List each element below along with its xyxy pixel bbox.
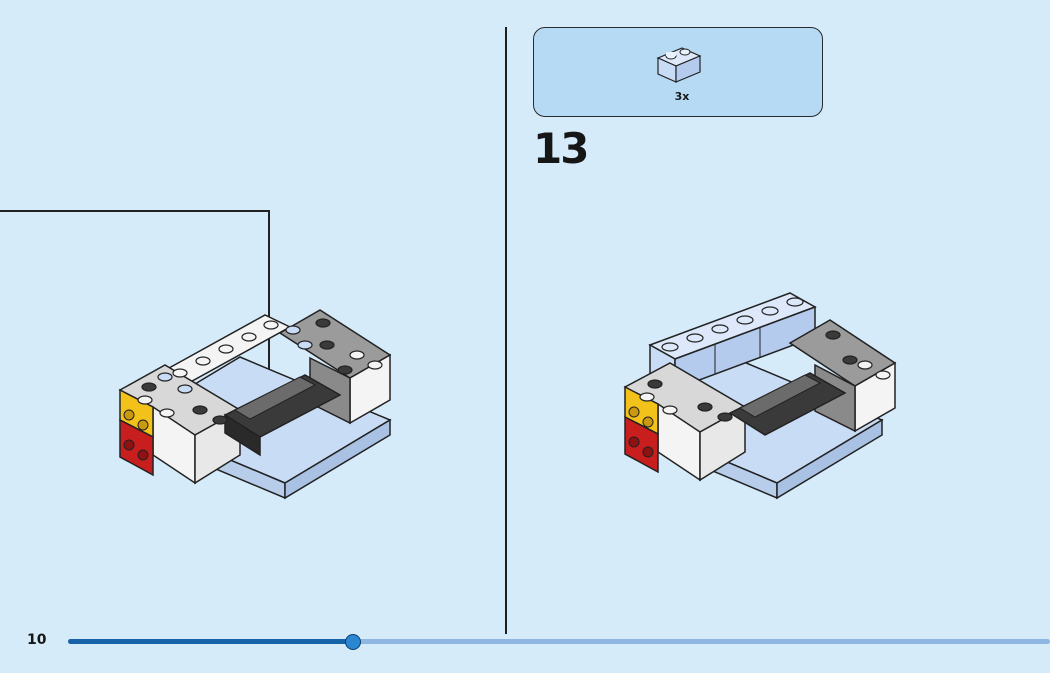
- progress-bar: [68, 633, 1050, 651]
- step-number: 13: [533, 124, 589, 173]
- part-quantity: 3x: [674, 90, 690, 103]
- parts-callout-box: 3x: [533, 27, 823, 117]
- model-step-12: [118, 309, 392, 500]
- page-number: 10: [27, 632, 47, 648]
- progress-track: [68, 639, 1050, 644]
- progress-fill: [68, 639, 353, 644]
- step-divider: [505, 27, 507, 634]
- model-step-13: [623, 292, 897, 500]
- light-blue-brick-icon: [656, 47, 702, 83]
- progress-knob: [344, 634, 361, 650]
